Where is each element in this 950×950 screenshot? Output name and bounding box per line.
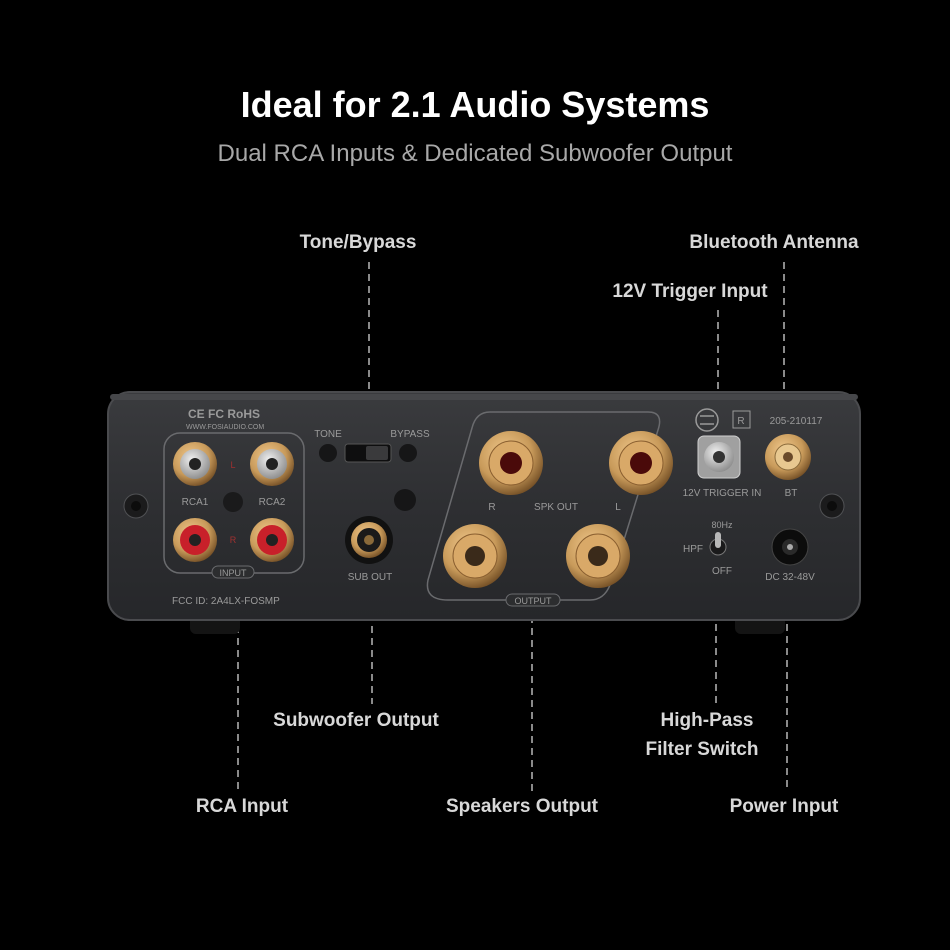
callout-rca-input: RCA Input	[195, 796, 289, 817]
right-channel-label: R	[230, 535, 237, 545]
page-subtitle: Dual RCA Inputs & Dedicated Subwoofer Ou…	[217, 140, 733, 167]
rca1-left-white-jack[interactable]	[173, 442, 217, 486]
sub-out-jack[interactable]	[345, 516, 393, 564]
mount-screw	[223, 492, 243, 512]
mount-screw	[394, 489, 416, 511]
fcc-id-label: FCC ID: 2A4LX-FOSMP	[172, 596, 280, 607]
dc-power-jack[interactable]	[771, 528, 809, 566]
rca2-label: RCA2	[259, 497, 286, 508]
hpf-80hz-label: 80Hz	[711, 520, 733, 530]
website-label: WWW.FOSIAUDIO.COM	[186, 424, 264, 431]
page-title: Ideal for 2.1 Audio Systems	[240, 84, 710, 125]
rca2-left-white-jack[interactable]	[250, 442, 294, 486]
bluetooth-antenna-connector[interactable]	[765, 434, 811, 480]
callout-speakers-output: Speakers Output	[445, 796, 599, 817]
high-pass-filter-toggle[interactable]	[709, 532, 727, 556]
rca1-label: RCA1	[182, 497, 209, 508]
output-region-outline	[426, 411, 661, 601]
left-channel-label: L	[230, 460, 235, 470]
callout-power-input: Power Input	[729, 796, 839, 817]
callout-subwoofer-output: Subwoofer Output	[273, 710, 439, 731]
speaker-right-positive-terminal[interactable]	[479, 431, 543, 495]
rca1-right-red-jack[interactable]	[173, 518, 217, 562]
speaker-left-negative-terminal[interactable]	[566, 524, 630, 588]
tone-bypass-switch[interactable]	[344, 443, 392, 463]
cert-number-label: 205-210117	[770, 416, 823, 427]
tone-label: TONE	[314, 429, 342, 440]
bt-label: BT	[785, 488, 798, 499]
tone-screw	[319, 444, 337, 462]
rca2-right-red-jack[interactable]	[250, 518, 294, 562]
trigger-in-label: 12V TRIGGER IN	[683, 488, 762, 499]
spk-out-label: SPK OUT	[534, 502, 578, 513]
certification-marks: CE FC RoHS	[188, 407, 260, 421]
bypass-screw	[399, 444, 417, 462]
callout-12v-trigger-input: 12V Trigger Input	[612, 281, 768, 302]
dc-voltage-label: DC 32-48V	[765, 572, 815, 583]
hpf-label: HPF	[683, 544, 703, 555]
spk-l-label: L	[615, 502, 621, 513]
amplifier-chassis	[107, 391, 861, 634]
input-label: INPUT	[220, 568, 248, 578]
output-label: OUTPUT	[515, 596, 553, 606]
trigger-input-jack[interactable]	[697, 435, 741, 479]
callout-hpf-line1: High-Pass	[660, 710, 754, 731]
callout-tone-bypass: Tone/Bypass	[299, 232, 417, 253]
hpf-off-label: OFF	[712, 566, 732, 577]
spk-r-label: R	[488, 502, 495, 513]
speaker-right-negative-terminal[interactable]	[443, 524, 507, 588]
r-box	[732, 410, 751, 429]
callout-hpf-line2: Filter Switch	[645, 739, 759, 760]
certification-logo-icon	[695, 408, 719, 432]
sub-out-label: SUB OUT	[348, 572, 392, 583]
callout-bluetooth-antenna: Bluetooth Antenna	[689, 232, 859, 253]
r-box-label: R	[737, 416, 744, 427]
speaker-left-positive-terminal[interactable]	[609, 431, 673, 495]
bypass-label: BYPASS	[390, 429, 430, 440]
